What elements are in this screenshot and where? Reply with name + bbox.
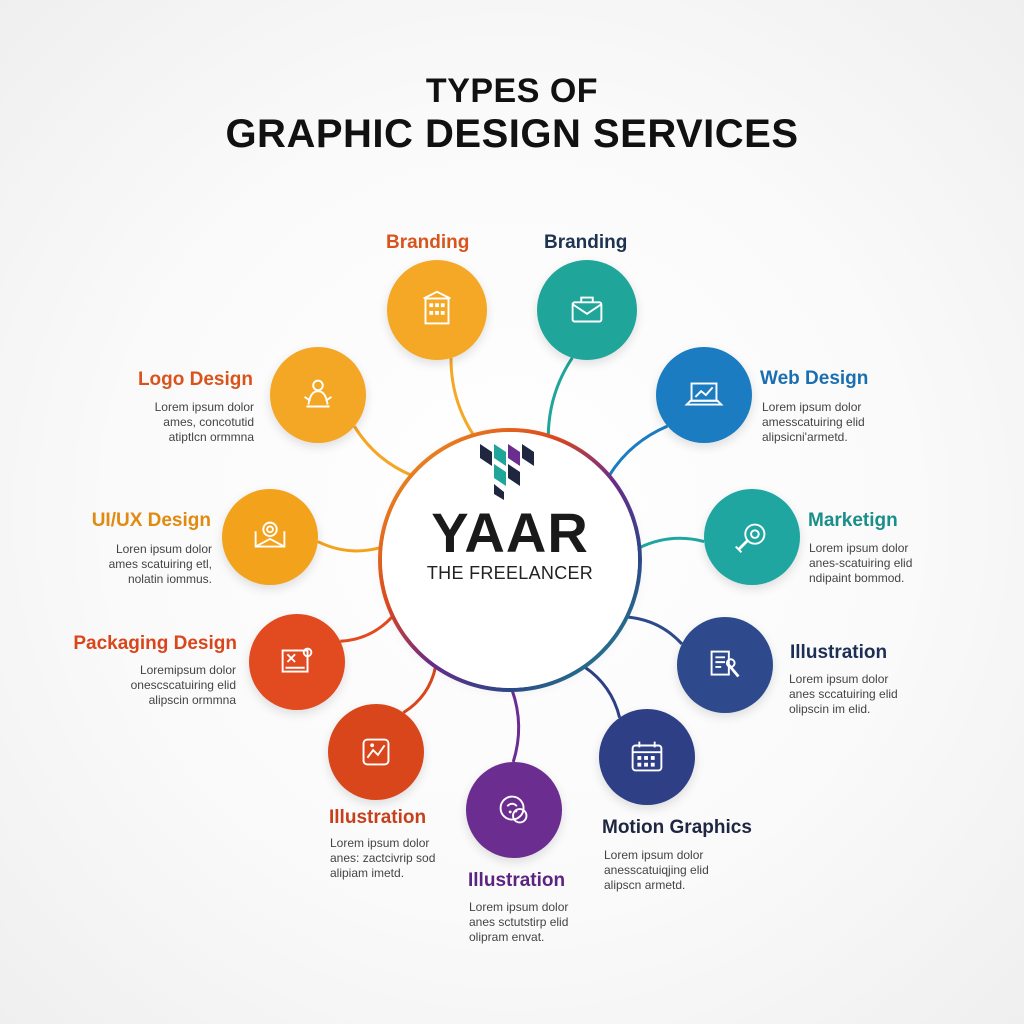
- service-description: Lorem ipsum dolor anes sccatuiring elid …: [789, 672, 898, 716]
- service-label: Marketign: [808, 510, 898, 531]
- connector-line: [626, 615, 683, 645]
- connector-line: [449, 357, 475, 437]
- tools-icon: [710, 650, 740, 678]
- service-description: Lorem ipsum dolor anes: zactcivrip sod a…: [330, 836, 436, 880]
- building-icon: [423, 290, 451, 325]
- service-description: Loremipsum dolor onescscatuiring elid al…: [130, 663, 236, 707]
- service-label: Web Design: [760, 368, 869, 389]
- service-node: [537, 260, 637, 360]
- monitor-icon: [254, 521, 286, 548]
- calendar-icon: [631, 741, 663, 772]
- title-line-2: GRAPHIC DESIGN SERVICES: [225, 112, 799, 156]
- title-line-1: TYPES OF: [425, 72, 599, 110]
- briefcase-icon: [571, 296, 603, 323]
- box-icon: [281, 647, 313, 673]
- service-node: [599, 709, 695, 805]
- service-label: Illustration: [329, 807, 427, 828]
- service-description: Lorem ipsum dolor amesscatuiring elid al…: [762, 400, 865, 444]
- service-description: Loren ipsum dolor ames scatuiring etl, n…: [108, 542, 212, 586]
- service-node: [328, 704, 424, 800]
- connector-line: [340, 615, 394, 643]
- service-description: Lorem ipsum dolor anesscatuiqjing elid a…: [604, 848, 709, 892]
- connector-lines: [317, 356, 705, 763]
- brand-tagline: THE FREELANCER: [426, 563, 594, 583]
- connector-line: [607, 424, 669, 477]
- service-node: [677, 617, 773, 713]
- service-label: Packaging Design: [73, 633, 237, 654]
- connector-line: [353, 425, 412, 477]
- laptop-icon: [684, 382, 724, 406]
- pen-icon: [362, 738, 390, 766]
- service-label: Illustration: [790, 642, 888, 663]
- brain-icon: [499, 795, 528, 824]
- connector-line: [546, 356, 574, 436]
- service-label: Branding: [544, 232, 628, 253]
- hub-ring: [378, 428, 642, 692]
- connector-line: [583, 665, 622, 718]
- megaphone-icon: [735, 523, 766, 554]
- service-node: [656, 347, 752, 443]
- connector-line: [402, 666, 438, 714]
- service-description: Lorem ipsum dolor anes sctutstirp elid o…: [469, 900, 569, 944]
- service-label: Motion Graphics: [602, 817, 752, 838]
- connector-line: [317, 540, 381, 553]
- brand-name: YAAR: [431, 501, 589, 564]
- service-node: [704, 489, 800, 585]
- connector-line: [510, 689, 521, 763]
- service-node: [222, 489, 318, 585]
- service-label: UI/UX Design: [91, 510, 211, 531]
- service-description: Lorem ipsum dolor ames, concotutid atipt…: [154, 400, 254, 444]
- service-description: Lorem ipsum dolor anes-scatuiring elid n…: [809, 541, 913, 585]
- person-icon: [304, 379, 332, 408]
- service-label: Illustration: [468, 870, 566, 891]
- service-node: [466, 762, 562, 858]
- connector-line: [638, 536, 705, 550]
- service-node: [270, 347, 366, 443]
- service-node: [387, 260, 487, 360]
- yaar-logo-icon: [480, 444, 534, 500]
- service-label: Branding: [386, 232, 470, 253]
- service-label: Logo Design: [137, 369, 253, 390]
- service-node: [249, 614, 345, 710]
